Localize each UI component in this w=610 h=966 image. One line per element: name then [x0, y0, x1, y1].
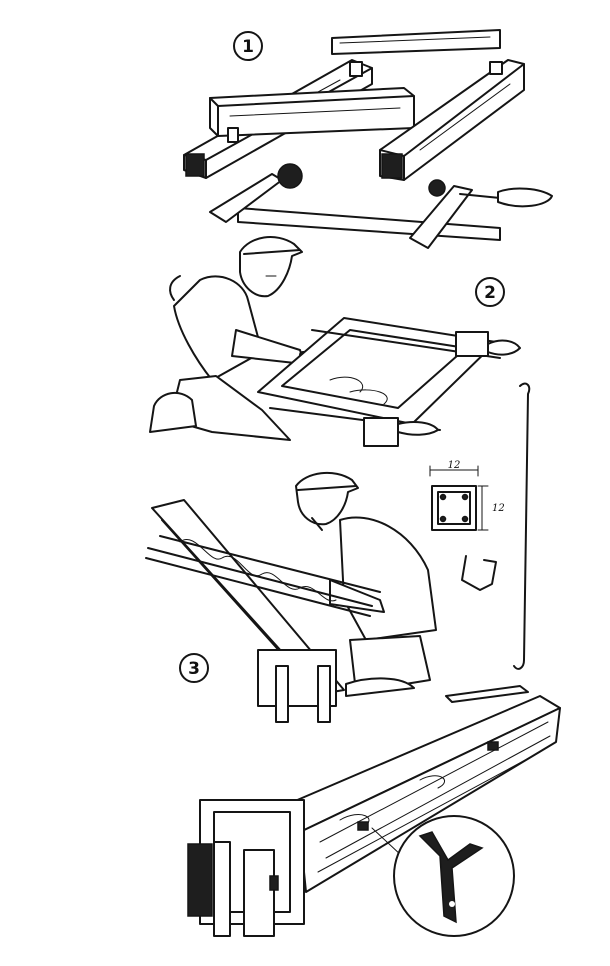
hook-rod: [513, 382, 531, 670]
step-1-frame-parts: [183, 29, 525, 181]
section-detail: 12 12: [429, 460, 505, 531]
step-1-label: 1: [242, 37, 254, 57]
hook-detail: [371, 815, 515, 937]
step-2-clamped-frame: [257, 317, 521, 447]
step-2-label: 2: [484, 283, 496, 303]
step-1-bar-clamp: [209, 163, 553, 249]
stirrup-detail: [461, 555, 497, 591]
step-2-worker: [149, 236, 347, 441]
rebar-cage-on-jig: [145, 499, 381, 723]
step-3-number: 3: [179, 653, 209, 683]
step-3-label: 3: [188, 659, 200, 679]
step-3-worker: [295, 471, 437, 697]
step-2-number: 2: [475, 277, 505, 307]
section-height-label: 12: [492, 503, 505, 514]
formwork-box: [187, 685, 561, 937]
step-1-number: 1: [233, 31, 263, 61]
section-width-label: 12: [448, 460, 461, 471]
